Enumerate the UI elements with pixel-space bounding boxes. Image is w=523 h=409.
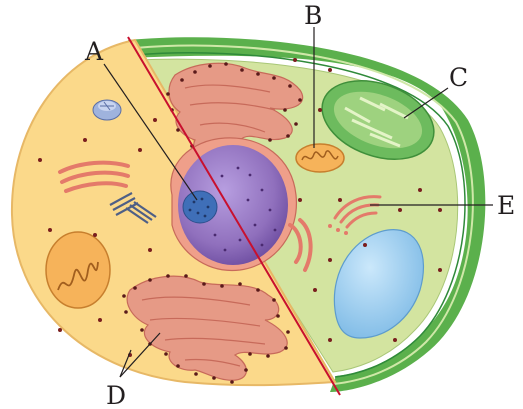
divider-line [127,36,341,396]
chromatin [213,166,277,252]
chloroplast [321,80,435,160]
golgi-animal [58,160,130,193]
label-e: E [497,191,515,220]
smooth-er [288,218,313,272]
leader-lines [103,27,493,378]
centrosome [92,99,122,121]
mitochondrion-b [295,143,345,173]
nucleolus [182,190,218,224]
label-c: C [449,63,468,92]
centrioles [109,192,157,224]
label-b: B [304,1,322,30]
cell-wall [128,37,486,392]
label-a: A [84,37,104,66]
mitochondrion-animal [45,231,111,309]
rough-er-bottom [122,274,290,384]
central-vacuole [333,229,424,339]
label-d: D [106,381,126,409]
nucleus [178,145,288,265]
